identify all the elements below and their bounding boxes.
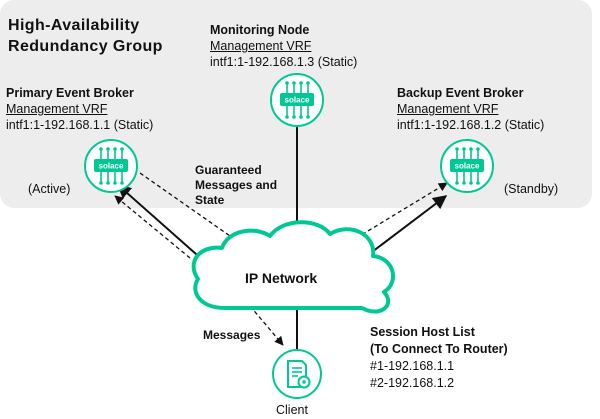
primary-broker-intf: intf1:1-192.168.1.1 (Static)	[6, 118, 154, 132]
session-host-subtitle: (To Connect To Router)	[370, 342, 508, 356]
solace-broker-icon: solace	[280, 81, 314, 119]
solace-logo-text: solace	[285, 96, 310, 105]
session-host-entry-2: #2-192.168.1.2	[370, 376, 455, 390]
guaranteed-line1: Guaranteed	[195, 163, 262, 177]
monitoring-node-info: Monitoring Node Management VRF intf1:1-1…	[210, 22, 357, 70]
group-title: High-Availability Redundancy Group	[8, 15, 163, 57]
monitoring-node-name: Monitoring Node	[210, 23, 310, 37]
client-settings-icon	[287, 360, 311, 389]
dashed-network-to-primary	[114, 195, 191, 259]
ip-network-label: IP Network	[245, 270, 318, 286]
link-primary-network	[116, 184, 206, 263]
client-label: Client	[276, 403, 308, 417]
guaranteed-line2: Messages and	[195, 178, 278, 192]
solace-broker-icon: solace	[450, 147, 484, 185]
backup-broker-icon: solace	[440, 139, 494, 193]
solace-logo-text: solace	[455, 162, 480, 171]
dashed-messages-to-client	[249, 305, 284, 346]
monitoring-node-vrf: Management VRF	[210, 39, 312, 53]
primary-broker-name: Primary Event Broker	[6, 86, 134, 100]
session-host-title: Session Host List	[370, 325, 475, 339]
messages-label: Messages	[203, 328, 261, 342]
session-host-entry-1: #1-192.168.1.1	[370, 359, 455, 373]
primary-broker-info: Primary Event Broker Management VRF intf…	[6, 85, 153, 133]
solace-broker-icon: solace	[94, 147, 128, 185]
monitoring-node-broker-icon: solace	[270, 73, 324, 127]
link-network-backup	[371, 195, 448, 253]
monitoring-node-intf: intf1:1-192.168.1.3 (Static)	[210, 55, 358, 69]
primary-broker-icon: solace	[84, 139, 138, 193]
backup-broker-info: Backup Event Broker Management VRF intf1…	[397, 85, 544, 133]
group-title-line2: Redundancy Group	[8, 38, 163, 55]
primary-broker-vrf: Management VRF	[6, 102, 108, 116]
group-title-line1: High-Availability	[8, 17, 140, 34]
session-host-list: Session Host List (To Connect To Router)…	[370, 324, 508, 392]
primary-broker-state: (Active)	[28, 182, 71, 196]
guaranteed-messages-label: Guaranteed Messages and State	[195, 163, 277, 208]
backup-broker-intf: intf1:1-192.168.1.2 (Static)	[397, 118, 545, 132]
backup-broker-state: (Standby)	[504, 182, 559, 196]
ip-network-cloud-icon	[191, 220, 395, 314]
guaranteed-line3: State	[195, 193, 225, 207]
client-node-icon	[272, 349, 322, 399]
solace-logo-text: solace	[99, 162, 124, 171]
backup-broker-name: Backup Event Broker	[397, 86, 524, 100]
backup-broker-vrf: Management VRF	[397, 102, 499, 116]
